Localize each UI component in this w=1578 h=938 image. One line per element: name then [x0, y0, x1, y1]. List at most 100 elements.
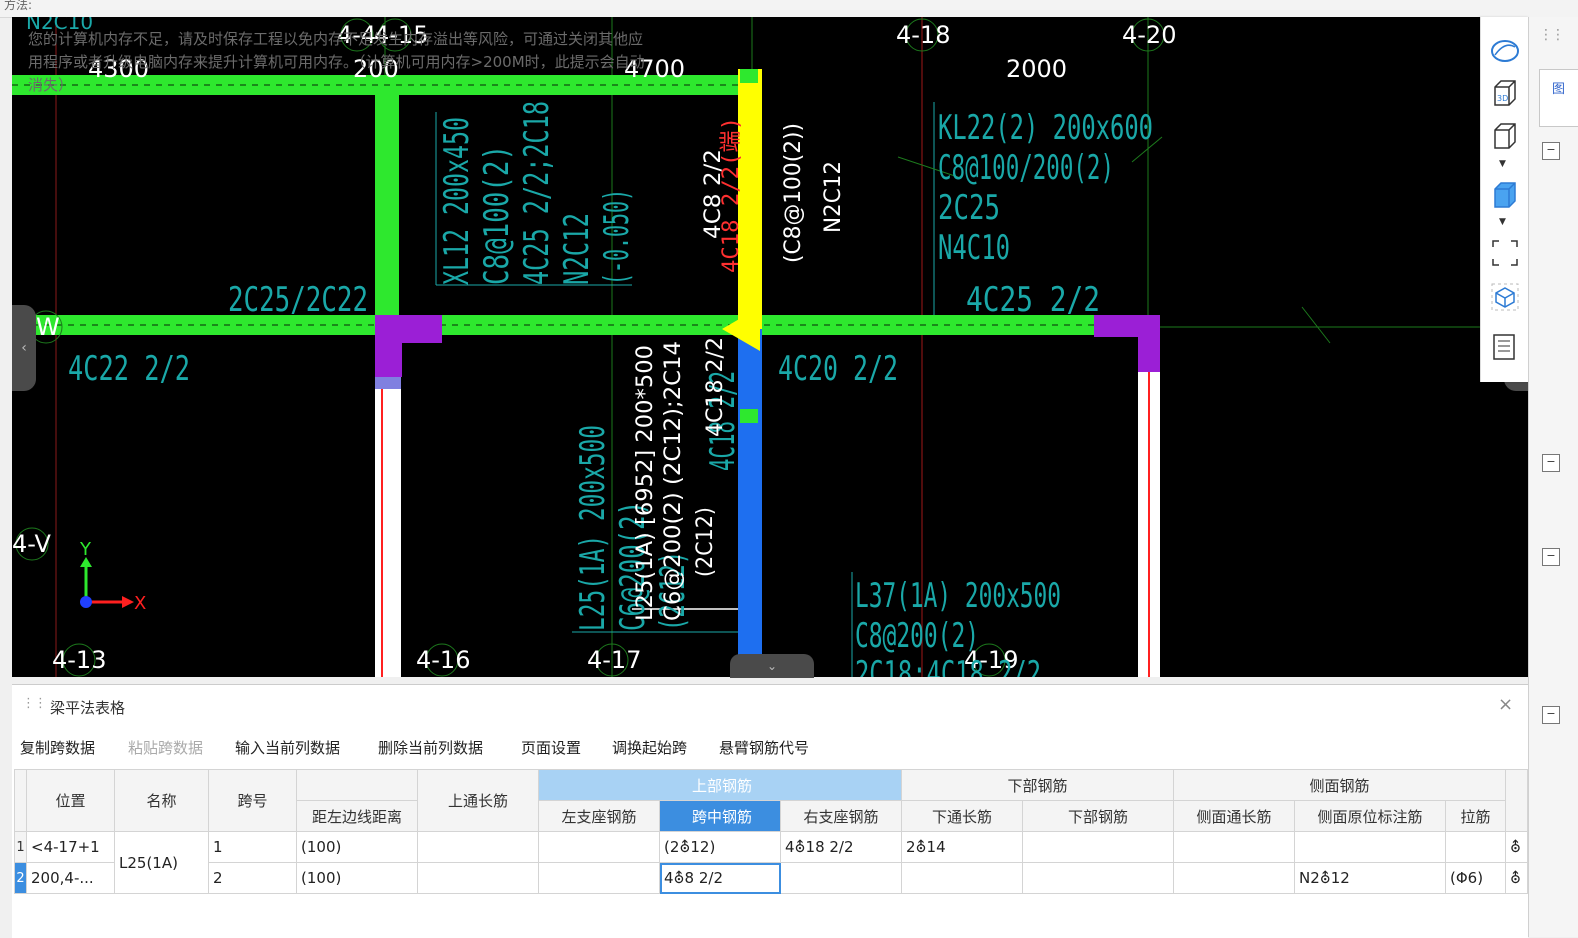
chevron-left-icon: ‹ [21, 340, 27, 356]
cell-bottom-through[interactable]: 2⛢14 [901, 831, 1023, 863]
col-header-left-edge-dist[interactable]: 距左边线距离 [296, 800, 418, 832]
close-icon[interactable]: × [1498, 694, 1514, 715]
copy-span-button[interactable]: 复制跨数据 [20, 739, 96, 757]
swap-start-span-button[interactable]: 调换起始跨 [612, 739, 688, 757]
table-row[interactable]: 2 200,4-... 2 (100) 4⛢8 2/2 N2⛢12 (Φ6) ⛢ [14, 862, 1528, 894]
cell-bottom-through[interactable] [901, 862, 1023, 894]
cell-side-in-situ[interactable]: N2⛢12 [1294, 862, 1446, 894]
cell-side-through[interactable] [1173, 831, 1295, 863]
ellipse-view-icon[interactable] [1489, 35, 1521, 67]
cell-name[interactable]: L25(1A) [114, 831, 209, 894]
page-setup-button[interactable]: 页面设置 [521, 739, 582, 757]
solid-box-icon[interactable] [1489, 179, 1521, 211]
drag-handle-icon[interactable]: ⋮⋮ [22, 696, 47, 711]
row-number[interactable]: 1 [14, 831, 27, 863]
collapse-icon[interactable]: − [1542, 548, 1560, 566]
beam-text: (-0.050) [597, 189, 637, 285]
col-header-side-through[interactable]: 侧面通长筋 [1173, 800, 1295, 832]
axis-label: 4-17 [587, 646, 641, 674]
wall-left [375, 387, 401, 677]
col-header-side-in-situ[interactable]: 侧面原位标注筋 [1294, 800, 1446, 832]
beam-text: KL22(2) 200x600 [938, 108, 1153, 148]
row-number[interactable]: 2 [14, 862, 27, 894]
cell-left-edge-dist[interactable]: (100) [296, 831, 418, 863]
cell-side-through[interactable] [1173, 862, 1295, 894]
col-header-right-support[interactable]: 右支座钢筋 [780, 800, 902, 832]
cell-span[interactable]: 1 [208, 831, 297, 863]
beam-text: L25(1A) 200x500 [573, 425, 613, 631]
beam-text: 4C8 2/2 [701, 149, 726, 239]
axis-label: 4-13 [52, 646, 106, 674]
sidebar-tab[interactable]: 图 [1539, 69, 1578, 127]
chevron-down-icon[interactable]: ▼ [1499, 217, 1506, 227]
cell-tie-bar[interactable]: (Φ6) [1445, 862, 1506, 894]
axis-label: 4-16 [416, 646, 470, 674]
col-header-mid-span[interactable]: 跨中钢筋 [659, 800, 781, 832]
3d-box-icon[interactable]: 3D [1489, 77, 1521, 109]
col-header-name[interactable]: 名称 [114, 769, 209, 832]
axis-label: W [36, 313, 60, 341]
group-header-side-rebar[interactable]: 侧面钢筋 [1173, 769, 1506, 801]
chevron-down-icon[interactable]: ▼ [1499, 159, 1506, 169]
beam-arrow [722, 307, 760, 351]
beam-text: N4C10 [938, 228, 1010, 268]
list-icon[interactable] [1489, 331, 1521, 363]
cad-drawing: 4-4 4-15 4-18 4-20 4-13 4-16 4-17 4-19 4… [12, 17, 1528, 677]
cell-right-support[interactable] [780, 862, 902, 894]
beam-text: XL12 200x450 [437, 117, 477, 285]
cell-span[interactable]: 2 [208, 862, 297, 894]
axis-label: N2C10 [26, 17, 93, 34]
cell-left-support[interactable] [538, 831, 660, 863]
group-header-bottom-rebar[interactable]: 下部钢筋 [901, 769, 1174, 801]
drawing-canvas[interactable]: 4-4 4-15 4-18 4-20 4-13 4-16 4-17 4-19 4… [12, 17, 1528, 677]
cell-position[interactable]: <4-17+1 [26, 831, 115, 863]
beam-text: (C8@100(2)) [781, 123, 806, 263]
column-right [1094, 315, 1160, 372]
col-header-top-through[interactable]: 上通长筋 [417, 769, 539, 832]
cell-bottom-rebar[interactable] [1022, 862, 1174, 894]
cell-left-support[interactable] [538, 862, 660, 894]
col-header-position[interactable]: 位置 [26, 769, 115, 832]
dimension: 200 [353, 55, 399, 83]
cell-extra[interactable]: ⛢ [1505, 862, 1528, 894]
cell-mid-span-selected[interactable]: 4⛢8 2/2 [659, 862, 781, 894]
gear-cube-icon[interactable] [1489, 281, 1521, 313]
beam-text: 4C25 2/2 [966, 280, 1100, 320]
delete-column-button[interactable]: 删除当前列数据 [378, 739, 484, 757]
beam-text: 4C18 2/2 [703, 337, 728, 437]
col-header-bottom-rebar[interactable]: 下部钢筋 [1022, 800, 1174, 832]
beam-text: 4C20 2/2 [778, 349, 898, 389]
cell-position[interactable]: 200,4-... [26, 862, 115, 894]
cantilever-code-button[interactable]: 悬臂钢筋代号 [719, 739, 810, 757]
box-outline-icon[interactable] [1489, 120, 1521, 152]
cell-tie-bar[interactable] [1445, 831, 1506, 863]
input-column-button[interactable]: 输入当前列数据 [235, 739, 341, 757]
axis-label: 4-20 [1122, 21, 1176, 49]
group-header-top-rebar[interactable]: 上部钢筋 [538, 769, 902, 801]
cell-extra[interactable]: ⛢ [1505, 831, 1528, 863]
fit-view-icon[interactable] [1489, 237, 1521, 269]
beam-text: 2C18;4C18 2/2 [855, 654, 1041, 677]
col-header-left-support[interactable]: 左支座钢筋 [538, 800, 660, 832]
beam-table: 位置 名称 跨号 上通长筋 上部钢筋 下部钢筋 侧面钢筋 距左边线距离 左支座钢… [14, 769, 1528, 894]
cell-mid-span[interactable]: (2⛢12) [659, 831, 781, 863]
collapse-icon[interactable]: − [1542, 706, 1560, 724]
collapse-icon[interactable]: − [1542, 454, 1560, 472]
grip-icon[interactable]: ⋮⋮ [1539, 27, 1565, 43]
collapse-icon[interactable]: − [1542, 142, 1560, 160]
col-header-span[interactable]: 跨号 [208, 769, 297, 832]
beam-yellow [738, 69, 762, 329]
cell-left-edge-dist[interactable]: (100) [296, 862, 418, 894]
cell-right-support[interactable]: 4⛢18 2/2 [780, 831, 902, 863]
paste-span-button[interactable]: 粘贴跨数据 [128, 739, 204, 757]
canvas-nav-left[interactable]: ‹ [12, 305, 36, 391]
cell-top-through[interactable] [417, 862, 539, 894]
cell-bottom-rebar[interactable] [1022, 831, 1174, 863]
cell-side-in-situ[interactable] [1294, 831, 1446, 863]
table-row[interactable]: 1 <4-17+1 L25(1A) 1 (100) (2⛢12) 4⛢18 2/… [14, 831, 1528, 894]
col-header-bottom-through[interactable]: 下通长筋 [901, 800, 1023, 832]
col-header-extra [1505, 769, 1528, 832]
canvas-nav-bottom[interactable]: ⌄ [730, 654, 814, 678]
col-header-tie-bar[interactable]: 拉筋 [1445, 800, 1506, 832]
cell-top-through[interactable] [417, 831, 539, 863]
